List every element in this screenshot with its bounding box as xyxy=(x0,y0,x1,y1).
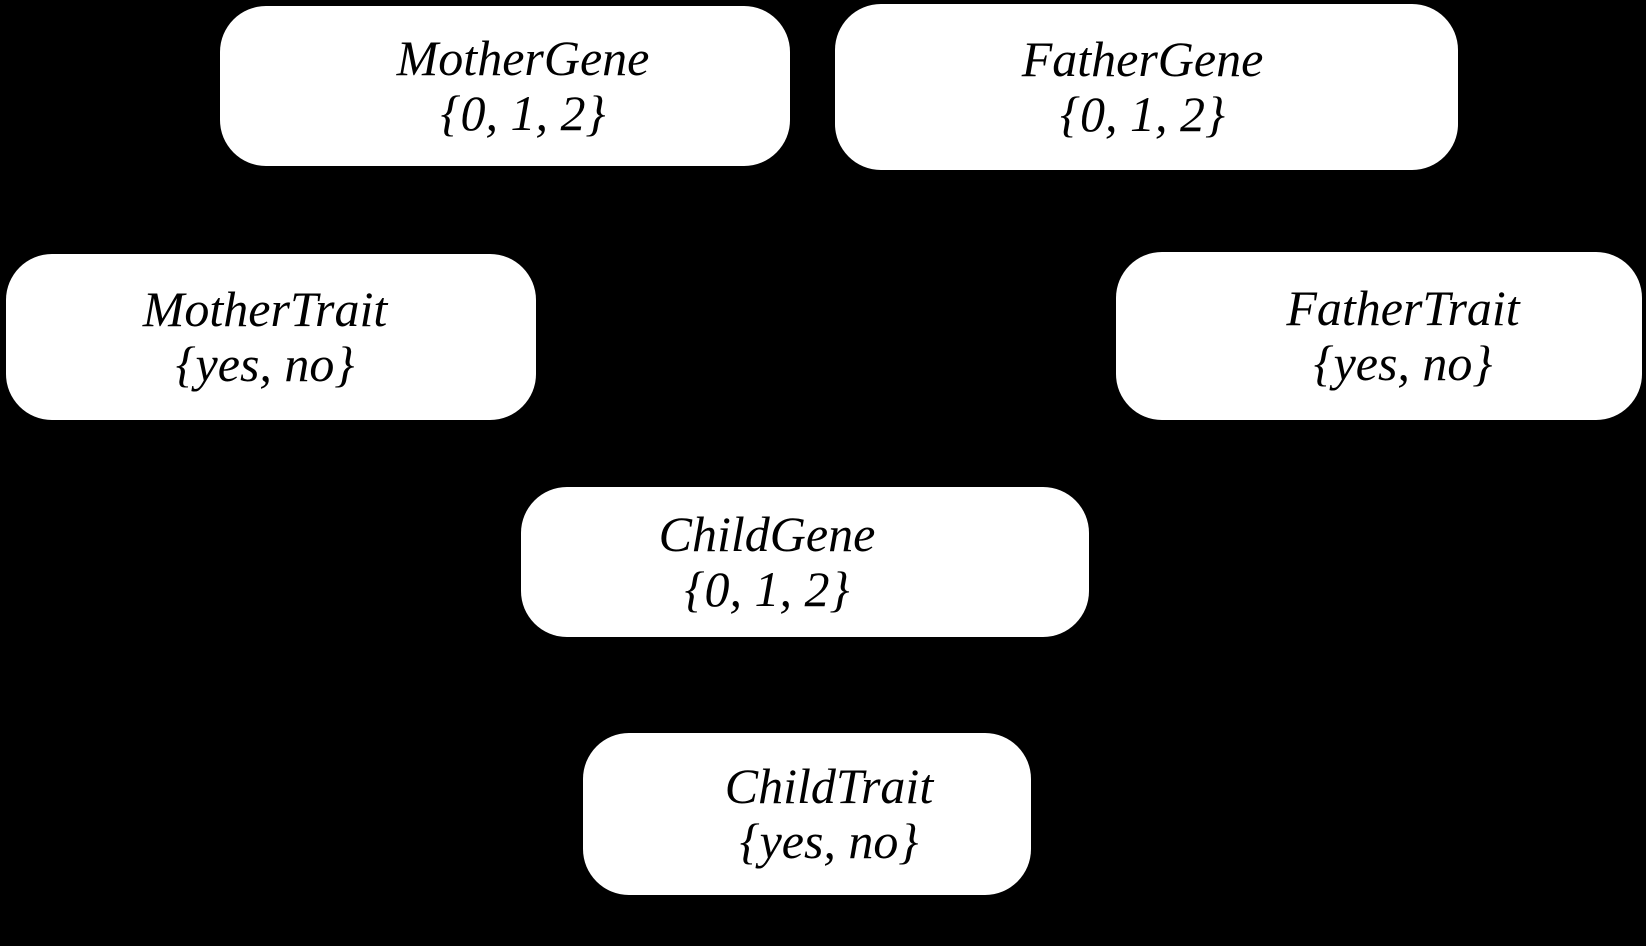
edge-mother-gene-to-mother-trait xyxy=(279,164,401,256)
node-father-gene[interactable]: FatherGene {0, 1, 2} xyxy=(835,4,1458,170)
node-father-trait[interactable]: FatherTrait {yes, no} xyxy=(1116,252,1642,420)
node-child-trait[interactable]: ChildTrait {yes, no} xyxy=(583,733,1031,895)
node-child-gene-label: ChildGene xyxy=(658,506,876,562)
node-child-trait-label: ChildTrait xyxy=(724,758,934,814)
edge-father-gene-to-father-trait xyxy=(1199,168,1351,254)
node-mother-gene[interactable]: MotherGene {0, 1, 2} xyxy=(220,6,790,166)
node-father-trait-domain: {yes, no} xyxy=(1313,335,1493,391)
node-mother-trait-domain: {yes, no} xyxy=(175,336,355,392)
node-mother-gene-label: MotherGene xyxy=(396,30,650,86)
node-mother-trait[interactable]: MotherTrait {yes, no} xyxy=(6,254,536,420)
node-father-gene-label: FatherGene xyxy=(1021,31,1264,87)
node-father-trait-label: FatherTrait xyxy=(1286,280,1520,336)
node-child-trait-domain: {yes, no} xyxy=(739,813,919,869)
node-child-gene[interactable]: ChildGene {0, 1, 2} xyxy=(521,487,1089,637)
edge-father-gene-to-child-gene xyxy=(928,169,1102,488)
node-child-gene-domain: {0, 1, 2} xyxy=(684,561,850,617)
node-father-gene-domain: {0, 1, 2} xyxy=(1059,86,1225,142)
node-mother-trait-label: MotherTrait xyxy=(142,281,388,337)
node-mother-gene-domain: {0, 1, 2} xyxy=(440,85,606,141)
edge-child-gene-to-child-trait xyxy=(803,636,809,734)
